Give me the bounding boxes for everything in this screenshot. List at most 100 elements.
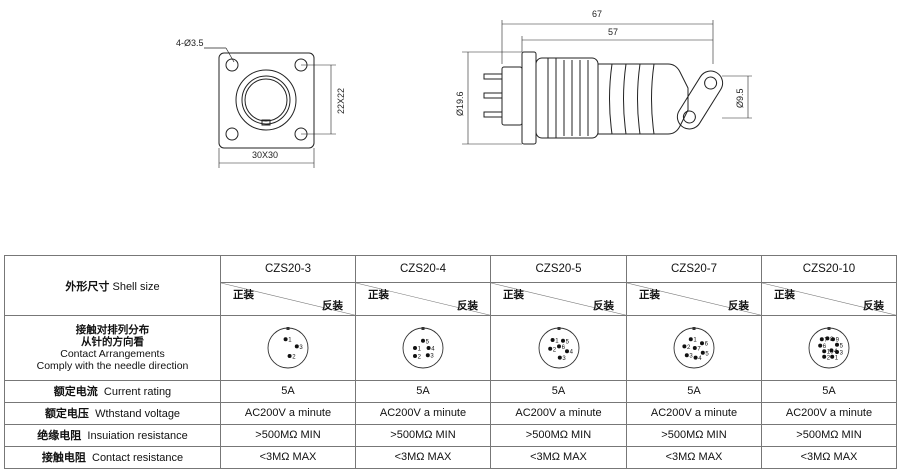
pin-layout-figure: 123 bbox=[267, 326, 309, 369]
contact-pin bbox=[283, 337, 288, 342]
contact-pin-number: 5 bbox=[705, 351, 709, 357]
contact-pin bbox=[835, 342, 839, 347]
contact-pin bbox=[818, 343, 823, 348]
contact-pin-number: 3 bbox=[689, 354, 693, 360]
contact-pin-number: 5 bbox=[840, 343, 844, 349]
contact-pin bbox=[822, 349, 827, 354]
contact-pin bbox=[556, 344, 561, 349]
direction-cell: 正装 反装 bbox=[220, 282, 356, 317]
contact-pin-number: 10 bbox=[827, 350, 834, 356]
row-label: 额定电压 Wthstand voltage bbox=[4, 401, 221, 425]
contact-pin-number: 1 bbox=[555, 338, 559, 344]
contact-pin-number: 6 bbox=[823, 344, 827, 350]
contact-pin-number: 7 bbox=[824, 338, 828, 344]
model-header: CZS20-10 bbox=[761, 254, 897, 284]
total-length-label: 67 bbox=[592, 9, 602, 19]
forward-mount-label: 正装 bbox=[368, 289, 389, 302]
body-length-label: 57 bbox=[608, 27, 618, 37]
row-label-en: Contact resistance bbox=[92, 452, 184, 465]
contact-pin-number: 1 bbox=[835, 355, 839, 361]
contact-pin-number: 2 bbox=[687, 345, 691, 351]
reverse-mount-label: 反装 bbox=[863, 300, 884, 313]
contact-pin bbox=[831, 337, 835, 342]
flange-square bbox=[218, 52, 315, 149]
contact-pin bbox=[688, 337, 693, 342]
contact-pin-number: 3 bbox=[840, 350, 844, 356]
contact-pin bbox=[700, 341, 704, 346]
contact-pin bbox=[682, 344, 687, 349]
width-dim-label: 30X30 bbox=[252, 150, 278, 160]
spec-value: <3MΩ MAX bbox=[490, 445, 627, 470]
shell-size-zh: 外形尺寸 bbox=[65, 280, 110, 293]
spec-value: AC200V a minute bbox=[355, 401, 491, 425]
row-label-zh: 绝缘电阻 bbox=[37, 430, 82, 443]
contact-pin-number: 4 bbox=[698, 356, 702, 362]
socket-outer-ring bbox=[235, 69, 297, 131]
spec-value: 5A bbox=[626, 379, 762, 403]
forward-mount-label: 正装 bbox=[774, 289, 795, 302]
contact-pin bbox=[287, 353, 292, 358]
spec-value: 5A bbox=[220, 379, 356, 403]
contact-pin-number: 2 bbox=[827, 355, 831, 361]
pin-face-key bbox=[557, 326, 560, 330]
model-header: CZS20-7 bbox=[626, 254, 762, 284]
contact-pin bbox=[547, 346, 552, 351]
row-label-en: Insuiation resistance bbox=[87, 430, 188, 443]
direction-cell: 正装 反装 bbox=[761, 282, 897, 317]
contact-pin bbox=[426, 345, 431, 350]
mount-hole-bl bbox=[225, 127, 239, 141]
spec-value: 5A bbox=[761, 379, 897, 403]
contact-pin-number: 1 bbox=[288, 338, 292, 344]
contact-pin-number: 3 bbox=[299, 345, 303, 351]
spec-value: AC200V a minute bbox=[490, 401, 627, 425]
socket-inner-ring bbox=[241, 75, 291, 125]
side-view bbox=[462, 20, 752, 145]
pin-face-ring bbox=[402, 327, 444, 369]
ca-en-line1: Contact Arrangements bbox=[60, 347, 165, 360]
ca-en-line2: Comply with the needle direction bbox=[36, 359, 189, 372]
spec-value: >500MΩ MIN bbox=[626, 423, 762, 447]
spec-value: <3MΩ MAX bbox=[761, 445, 897, 470]
spec-value: AC200V a minute bbox=[220, 401, 356, 425]
contact-pin bbox=[294, 344, 299, 349]
spec-value: >500MΩ MIN bbox=[355, 423, 491, 447]
contact-pin bbox=[835, 349, 839, 354]
forward-mount-label: 正装 bbox=[233, 289, 254, 302]
pin-layout-figure: 78965104321 bbox=[808, 326, 850, 369]
shell-size-en: Shell size bbox=[112, 280, 160, 293]
spec-value: >500MΩ MIN bbox=[220, 423, 356, 447]
contact-pin-number: 2 bbox=[418, 354, 422, 360]
contact-pin-number: 3 bbox=[562, 356, 566, 362]
contact-pin bbox=[700, 350, 705, 355]
contact-pin bbox=[413, 345, 417, 350]
reverse-mount-label: 反装 bbox=[322, 300, 343, 313]
spec-value: AC200V a minute bbox=[761, 401, 897, 425]
row-label-zh: 接触电阻 bbox=[41, 452, 86, 465]
technical-drawing: 4-Ø3.5 22X22 30X30 bbox=[176, 9, 752, 168]
spec-row-insulation: 绝缘电阻 Insuiation resistance >500MΩ MIN >5… bbox=[4, 423, 897, 447]
direction-cell: 正装 反装 bbox=[355, 282, 491, 317]
contact-pin-number: 1 bbox=[693, 338, 697, 344]
row-label-en: Wthstand voltage bbox=[95, 408, 181, 421]
spec-value: 5A bbox=[490, 379, 627, 403]
spec-value: >500MΩ MIN bbox=[490, 423, 627, 447]
spec-value: <3MΩ MAX bbox=[626, 445, 762, 470]
contact-pin-number: 1 bbox=[418, 346, 422, 352]
front-view bbox=[204, 47, 336, 168]
spec-value: >500MΩ MIN bbox=[761, 423, 897, 447]
mount-hole-tl bbox=[225, 58, 239, 72]
row-label-zh: 额定电流 bbox=[53, 386, 98, 399]
row-label: 额定电流 Current rating bbox=[4, 379, 221, 403]
forward-mount-label: 正装 bbox=[503, 289, 524, 302]
contact-pin bbox=[693, 355, 698, 360]
socket-core bbox=[244, 78, 288, 122]
contact-pin bbox=[830, 354, 835, 359]
contact-pin bbox=[825, 336, 830, 341]
contact-pin-number: 5 bbox=[565, 339, 569, 345]
